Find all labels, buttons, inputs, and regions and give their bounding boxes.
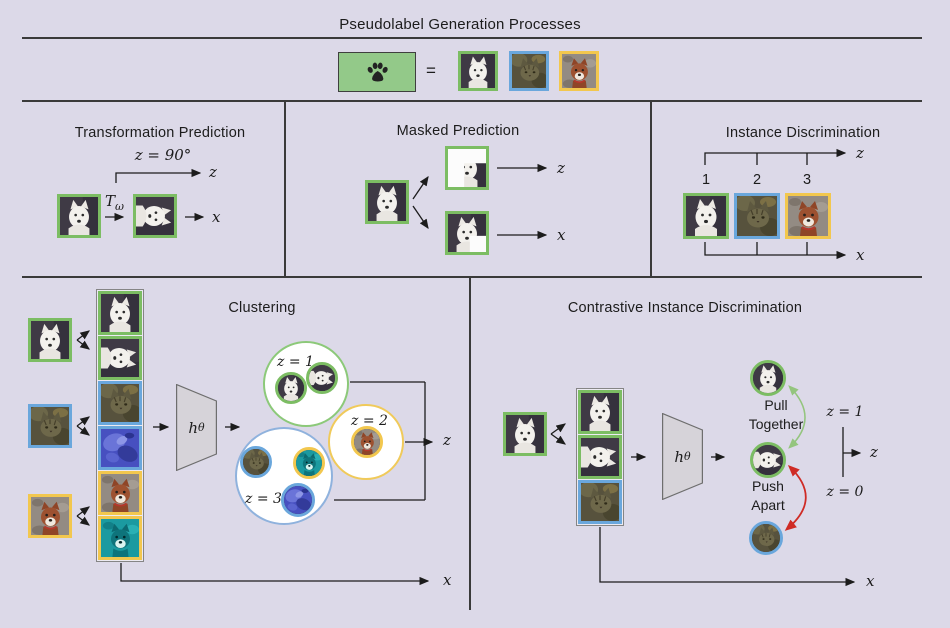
image-instance-dog-white	[683, 193, 729, 239]
cluster-z2-image-dog-brown	[351, 426, 383, 458]
cluster-z3-image-cat-jitter	[281, 483, 315, 517]
instance-x-axis	[704, 242, 847, 260]
clustering-branch-arrow	[76, 515, 90, 526]
masked-branch-down-arrow	[412, 205, 429, 230]
legend-equals: =	[426, 61, 436, 80]
contrastive-stack-cat	[578, 480, 622, 524]
instance-x-label: x	[856, 246, 865, 264]
instance-z-axis	[704, 148, 847, 165]
cluster-z2-label: z = 2	[351, 413, 388, 429]
cluster-z3-label: z = 3	[245, 491, 282, 507]
image-dog-original	[57, 194, 101, 238]
panel-title-masked-prediction: Masked Prediction	[396, 123, 520, 139]
image-dog-rotated	[133, 194, 177, 238]
clustering-source-dog-white	[28, 318, 72, 362]
stack-image-cat-color-jitter	[98, 426, 142, 470]
instance-id-3: 3	[802, 172, 812, 188]
transformation-z-arrow	[115, 168, 202, 183]
image-instance-cat	[734, 193, 780, 239]
paw-icon	[366, 62, 389, 82]
image-dog-heavily-masked	[445, 146, 489, 190]
contrastive-stack-dog-rotated	[578, 435, 622, 479]
image-dog-corner-masked	[445, 211, 489, 255]
clustering-source-cat	[28, 404, 72, 448]
stack-image-dog-teal-tint	[98, 516, 142, 560]
contrastive-anchor-dog-circle	[750, 360, 786, 396]
cluster-z2: z = 2	[328, 404, 404, 480]
panel-title-transformation-prediction: Transformation Prediction	[74, 125, 246, 141]
instance-z-label: z	[856, 144, 864, 162]
cluster-z1-image-dog	[275, 372, 307, 404]
contrastive-stack-dog	[578, 390, 622, 434]
stack-image-dog-rotated	[98, 336, 142, 380]
contrastive-negative-cat-circle	[749, 521, 783, 555]
legend-paw-box	[338, 52, 416, 92]
cluster-z1: z = 1	[263, 341, 349, 427]
clustering-z-label: z	[443, 431, 451, 449]
image-dog-source	[365, 180, 409, 224]
clustering-x-label: x	[443, 571, 452, 589]
contrastive-source-dog	[503, 412, 547, 456]
cluster-z1-image-dog-rotated	[306, 362, 338, 394]
masked-branch-up-arrow	[412, 175, 429, 200]
masked-x-label: x	[557, 226, 566, 244]
transformation-z-label: z	[209, 163, 217, 181]
contrastive-x-label: x	[866, 572, 875, 590]
rotation-label: z = 90°	[134, 146, 192, 164]
cluster-z1-label: z = 1	[277, 354, 314, 370]
cluster-z3-image-cat	[240, 446, 272, 478]
image-instance-dog-brown	[785, 193, 831, 239]
clustering-branch-arrow	[76, 425, 90, 436]
stack-image-dog-brown	[98, 471, 142, 515]
cluster-z3-image-dog-teal	[293, 447, 325, 479]
figure-title: Pseudolabel Generation Processes	[339, 16, 581, 33]
clustering-branch-arrow	[76, 506, 90, 517]
contrastive-image-stack	[576, 388, 624, 526]
clustering-branch-arrow	[76, 416, 90, 427]
legend-image-cat	[509, 51, 549, 91]
clustering-source-dog-brown	[28, 494, 72, 538]
legend-image-dog-white	[458, 51, 498, 91]
cluster-z3: z = 3	[235, 427, 333, 525]
transform-operator-label: Tω	[105, 192, 124, 213]
contrastive-z1-label: z = 1	[826, 404, 864, 420]
clustering-x-arrow	[120, 563, 430, 586]
contrastive-positive-dog-circle	[750, 442, 786, 478]
instance-id-1: 1	[701, 172, 711, 188]
contrastive-branch-arrow	[550, 433, 566, 445]
clustering-branch-arrow	[76, 339, 90, 350]
panel-title-clustering: Clustering	[228, 300, 296, 316]
transformation-x-label: x	[212, 208, 221, 226]
contrastive-z0-label: z = 0	[826, 484, 864, 500]
masked-z-label: z	[557, 159, 565, 177]
contrastive-x-arrow	[599, 527, 856, 587]
panel-title-instance-discrimination: Instance Discrimination	[725, 125, 881, 141]
contrastive-z-label: z	[870, 443, 878, 461]
instance-id-2: 2	[752, 172, 762, 188]
stack-image-cat	[98, 381, 142, 425]
augmented-image-stack	[96, 289, 144, 562]
panel-title-contrastive: Contrastive Instance Discrimination	[567, 300, 803, 316]
clustering-branch-arrow	[76, 330, 90, 341]
legend-image-dog-brown	[559, 51, 599, 91]
contrastive-branch-arrow	[550, 423, 566, 435]
stack-image-dog-white	[98, 291, 142, 335]
